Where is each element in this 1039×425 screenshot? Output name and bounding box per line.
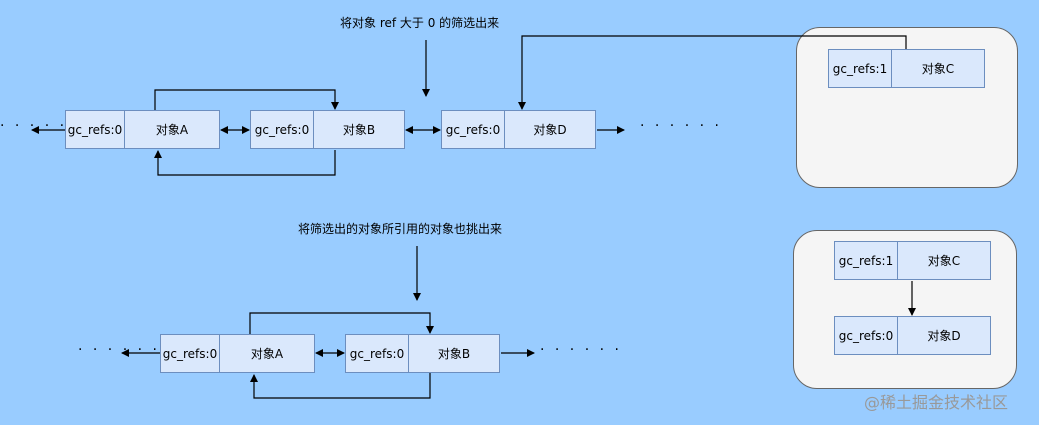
loop-bottom-a-to-b-top — [249, 312, 434, 334]
object-name-cell: 对象B — [342, 123, 376, 137]
loop-a-to-b-top — [154, 89, 339, 110]
object-name-cell: 对象A — [155, 123, 189, 137]
gc-refs-cell: gc_refs:0 — [251, 111, 314, 148]
ellipsis-bottom-right: · · · · · · — [540, 342, 622, 358]
loop-bottom-b-to-a-bottom — [250, 373, 431, 399]
object-name-cell: 对象C — [927, 254, 961, 268]
ellipsis-bottom-left: · · · · · · — [78, 342, 160, 358]
object-c-node-top: gc_refs:1 对象C — [828, 49, 985, 88]
object-name-cell: 对象B — [437, 347, 471, 361]
gc-refs-cell: gc_refs:0 — [442, 111, 505, 148]
gc-refs-cell: gc_refs:0 — [161, 335, 220, 372]
object-d-node-top: gc_refs:0 对象D — [441, 110, 596, 149]
gc-refs-cell: gc_refs:1 — [829, 50, 892, 87]
arrow-c-to-d — [518, 35, 907, 110]
object-a-node-bottom: gc_refs:0 对象A — [160, 334, 315, 373]
object-name-cell: 对象D — [533, 123, 567, 137]
object-b-node-bottom: gc_refs:0 对象B — [345, 334, 500, 373]
ellipsis-top-right: · · · · · · — [640, 118, 722, 134]
gc-refs-cell: gc_refs:0 — [835, 317, 898, 354]
watermark: @稀土掘金技术社区 — [864, 393, 1009, 412]
object-name-cell: 对象C — [921, 62, 955, 76]
caption-filter-refs: 将对象 ref 大于 0 的筛选出来 — [340, 16, 500, 30]
gc-refs-cell: gc_refs:1 — [835, 242, 898, 279]
loop-b-to-a-bottom — [154, 150, 336, 176]
object-b-node-top: gc_refs:0 对象B — [250, 110, 405, 149]
caption-pick-referenced: 将筛选出的对象所引用的对象也挑出来 — [298, 222, 503, 236]
object-c-node-bottom: gc_refs:1 对象C — [834, 241, 991, 280]
object-name-cell: 对象A — [250, 347, 284, 361]
gc-refs-cell: gc_refs:0 — [346, 335, 409, 372]
gc-refs-cell: gc_refs:0 — [66, 111, 125, 148]
object-d-node-bottom: gc_refs:0 对象D — [834, 316, 991, 355]
object-a-node-top: gc_refs:0 对象A — [65, 110, 220, 149]
object-name-cell: 对象D — [927, 329, 961, 343]
